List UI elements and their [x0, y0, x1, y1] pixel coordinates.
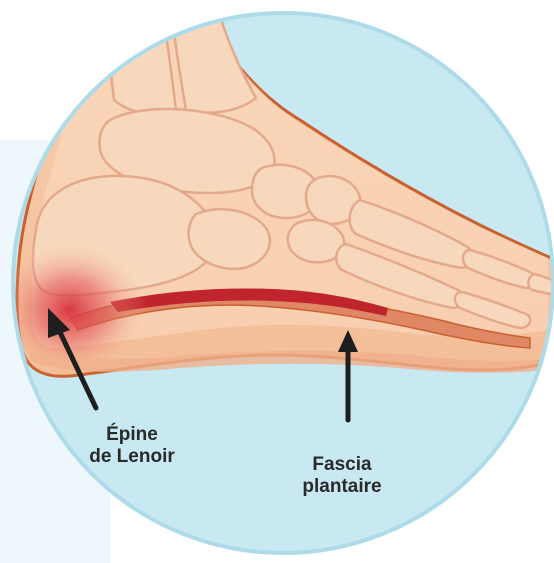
- heel-spur-label-line2: de Lenoir: [62, 446, 202, 468]
- plantar-fascia-label-line2: plantaire: [272, 476, 412, 498]
- heel-spur-label-line1: Épine: [62, 424, 202, 446]
- plantar-fascia-label: Fascia plantaire: [272, 454, 412, 498]
- heel-spur-label: Épine de Lenoir: [62, 424, 202, 468]
- plantar-fascia-label-line1: Fascia: [272, 454, 412, 476]
